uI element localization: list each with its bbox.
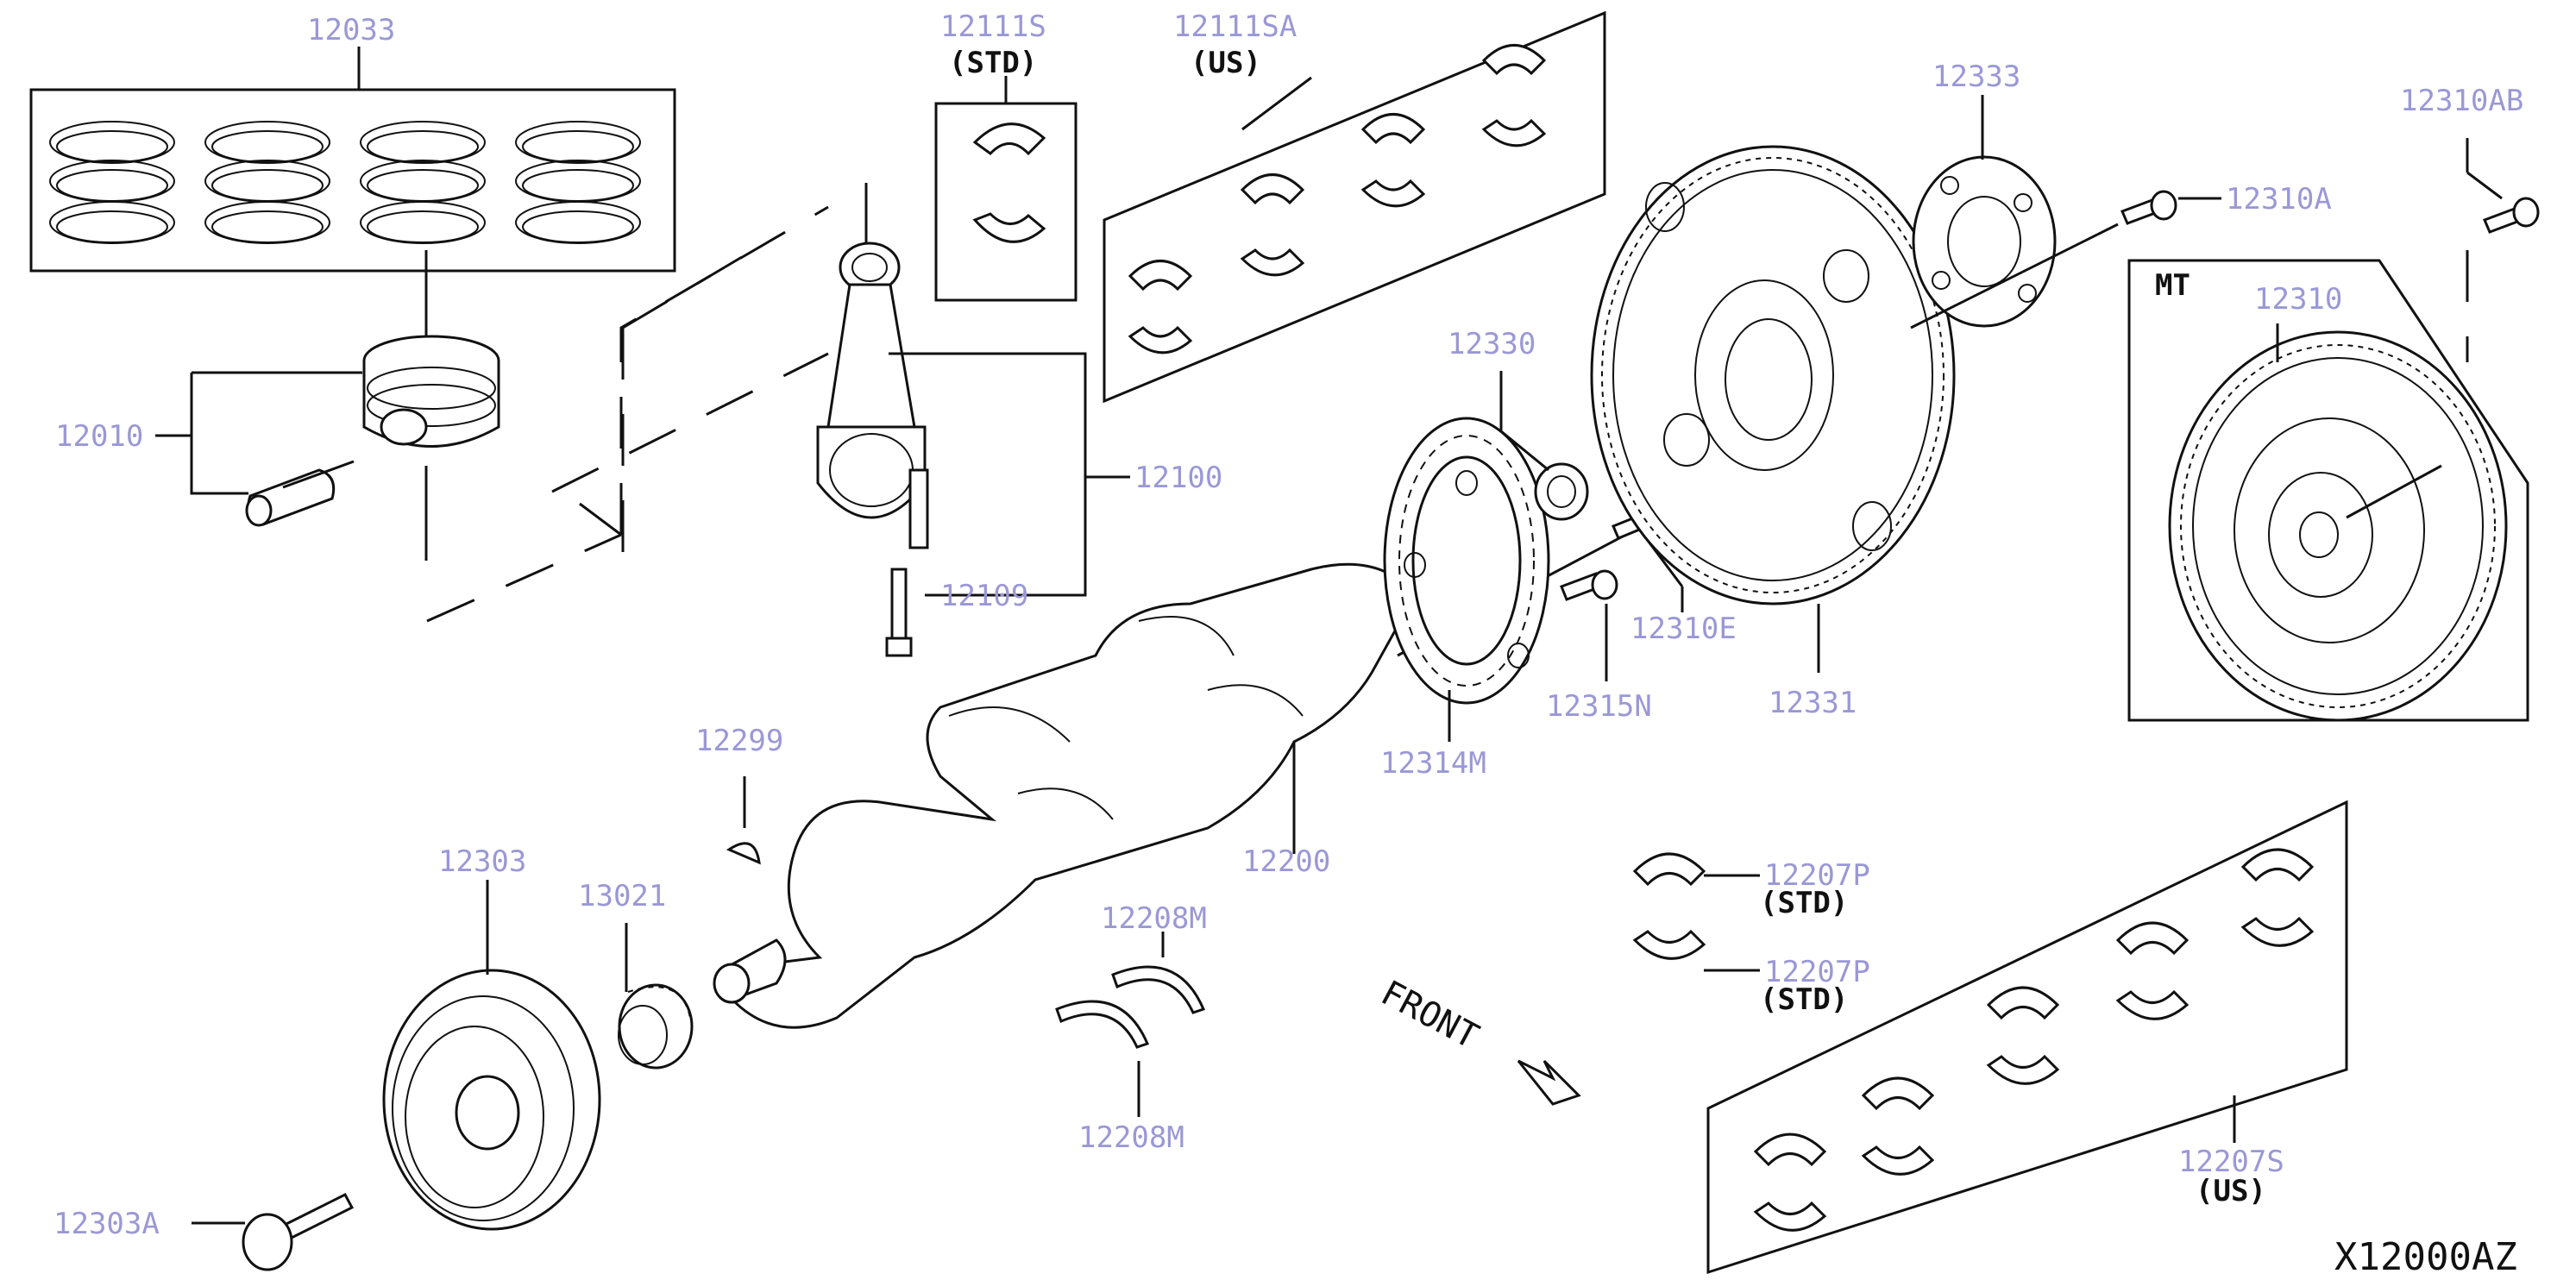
label-12331: 12331 (1769, 686, 1857, 720)
label-12333: 12333 (1932, 60, 2020, 94)
bolt-12310A (2120, 190, 2221, 225)
crankshaft (713, 499, 1692, 1029)
label-12207S-note: (US) (2196, 1174, 2266, 1208)
main-bearing-us (1706, 800, 2348, 1275)
label-mt: MT (2155, 268, 2190, 303)
bolt-12310AB (2466, 138, 2540, 362)
front-direction-arrow: FRONT (1374, 973, 1581, 1106)
label-12200: 12200 (1242, 844, 1330, 879)
label-12207P-a-note: (STD) (1760, 886, 1848, 920)
label-12208M-b: 12208M (1078, 1120, 1184, 1155)
conrod-bearing-us (1103, 10, 1606, 404)
label-12207S: 12207S (2178, 1145, 2284, 1179)
label-13021: 13021 (578, 879, 666, 913)
mt-flywheel-box (2127, 259, 2529, 722)
crank-pulley (382, 880, 601, 1231)
main-bearing-std (1632, 852, 1760, 972)
label-12310AB: 12310AB (2400, 84, 2523, 118)
label-12310E: 12310E (1630, 612, 1737, 646)
thrust-washers (1055, 932, 1206, 1117)
conrod-bearing-std (934, 76, 1078, 302)
label-12207P-b: 12207P (1764, 955, 1870, 989)
drive-plate (1590, 145, 1956, 673)
piston-assembly (155, 335, 500, 561)
label-12299: 12299 (695, 724, 783, 758)
crank-sprocket (618, 923, 694, 1070)
pilot-bushing (1499, 371, 1589, 521)
label-12315N: 12315N (1546, 689, 1652, 724)
signal-plate (1383, 417, 1550, 742)
pulley-bolt (192, 1193, 355, 1271)
label-12208M-a: 12208M (1101, 901, 1207, 936)
diagram-code: X12000AZ (2334, 1235, 2517, 1279)
label-12207P-a: 12207P (1764, 858, 1870, 893)
label-12303A: 12303A (53, 1207, 160, 1241)
reinforcement-plate (1910, 95, 2119, 329)
label-12010: 12010 (55, 419, 143, 454)
label-12111SA-note: (US) (1191, 46, 1261, 80)
label-12111SA: 12111SA (1173, 9, 1297, 44)
label-12033: 12033 (307, 13, 395, 47)
front-label: FRONT (1374, 973, 1485, 1057)
label-12111S-note: (STD) (949, 46, 1037, 80)
flywheel-bolt (1560, 569, 1618, 681)
label-12310A: 12310A (2226, 182, 2332, 216)
label-12111S: 12111S (940, 9, 1046, 44)
label-12330: 12330 (1448, 327, 1536, 361)
connecting-rod (816, 183, 1130, 657)
woodruff-key (726, 776, 761, 865)
label-12100: 12100 (1134, 461, 1222, 495)
label-12207P-b-note: (STD) (1760, 982, 1848, 1017)
piston-ring-set (29, 47, 676, 345)
label-12303: 12303 (438, 844, 526, 879)
label-12314M: 12314M (1380, 746, 1486, 781)
label-12310: 12310 (2254, 282, 2342, 317)
label-12109: 12109 (940, 579, 1028, 613)
